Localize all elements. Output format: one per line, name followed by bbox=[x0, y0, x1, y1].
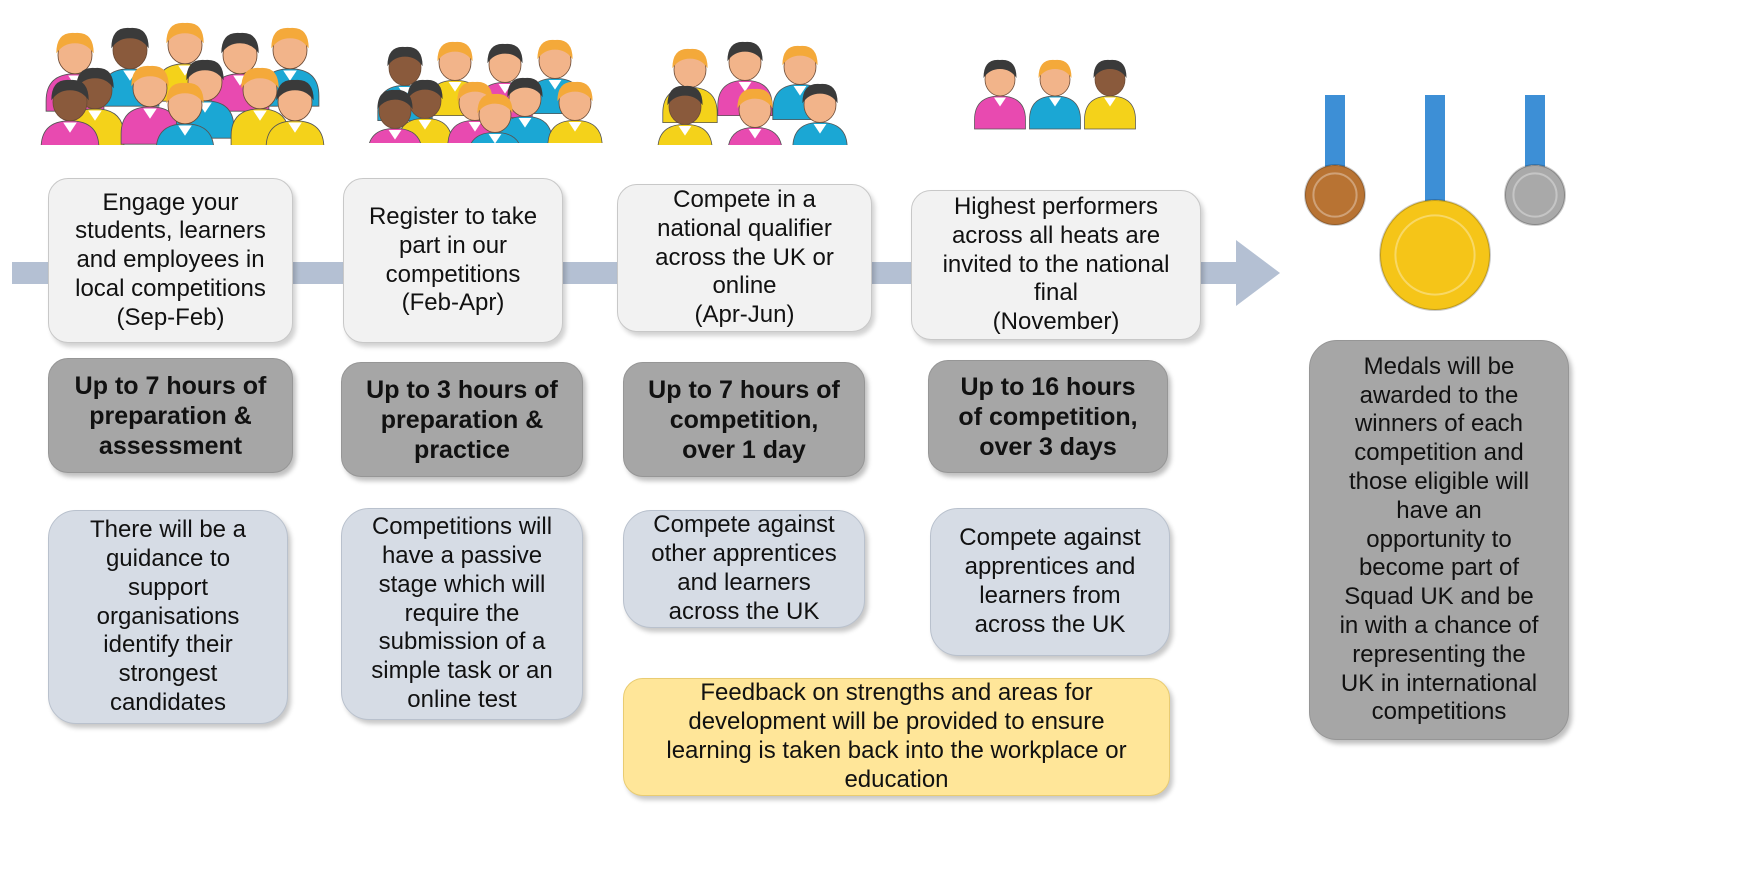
people-group-icon bbox=[369, 39, 603, 143]
people-group-icon bbox=[40, 22, 325, 145]
person-icon bbox=[40, 79, 100, 145]
person-icon bbox=[728, 88, 782, 145]
person-icon bbox=[792, 83, 848, 145]
hours-4-box: Up to 16 hours of competition, over 3 da… bbox=[928, 360, 1168, 473]
stage-4-box: Highest performers across all heats are … bbox=[911, 190, 1201, 340]
feedback-box: Feedback on strengths and areas for deve… bbox=[623, 678, 1170, 796]
stage-3-box: Compete in a national qualifier across t… bbox=[617, 184, 872, 332]
hours-1-box: Up to 7 hours of preparation & assessmen… bbox=[48, 358, 293, 473]
silver-medal-icon bbox=[1504, 95, 1566, 226]
person-icon bbox=[974, 59, 1026, 130]
person-icon bbox=[156, 82, 214, 145]
person-icon bbox=[120, 65, 180, 145]
person-icon bbox=[1029, 59, 1081, 130]
person-icon bbox=[1084, 59, 1136, 130]
medals-info-box: Medals will be awarded to the winners of… bbox=[1309, 340, 1569, 740]
person-icon bbox=[265, 79, 325, 145]
people-group-icon bbox=[657, 41, 848, 145]
person-icon bbox=[657, 85, 713, 145]
detail-4-box: Compete against apprentices and learners… bbox=[930, 508, 1170, 656]
stage-1-box: Engage your students, learners and emplo… bbox=[48, 178, 293, 343]
medals-icon bbox=[1304, 95, 1566, 311]
gold-medal-icon bbox=[1379, 95, 1491, 311]
detail-3-box: Compete against other apprentices and le… bbox=[623, 510, 865, 628]
person-icon bbox=[369, 89, 421, 143]
person-icon bbox=[470, 93, 520, 143]
detail-2-box: Competitions will have a passive stage w… bbox=[341, 508, 583, 720]
detail-1-box: There will be a guidance to support orga… bbox=[48, 510, 288, 724]
stage-2-box: Register to take part in our competition… bbox=[343, 178, 563, 343]
person-icon bbox=[547, 81, 603, 143]
people-group-icon bbox=[974, 59, 1136, 130]
hours-3-box: Up to 7 hours of competition, over 1 day bbox=[623, 362, 865, 477]
bronze-medal-icon bbox=[1304, 95, 1366, 226]
hours-2-box: Up to 3 hours of preparation & practice bbox=[341, 362, 583, 477]
